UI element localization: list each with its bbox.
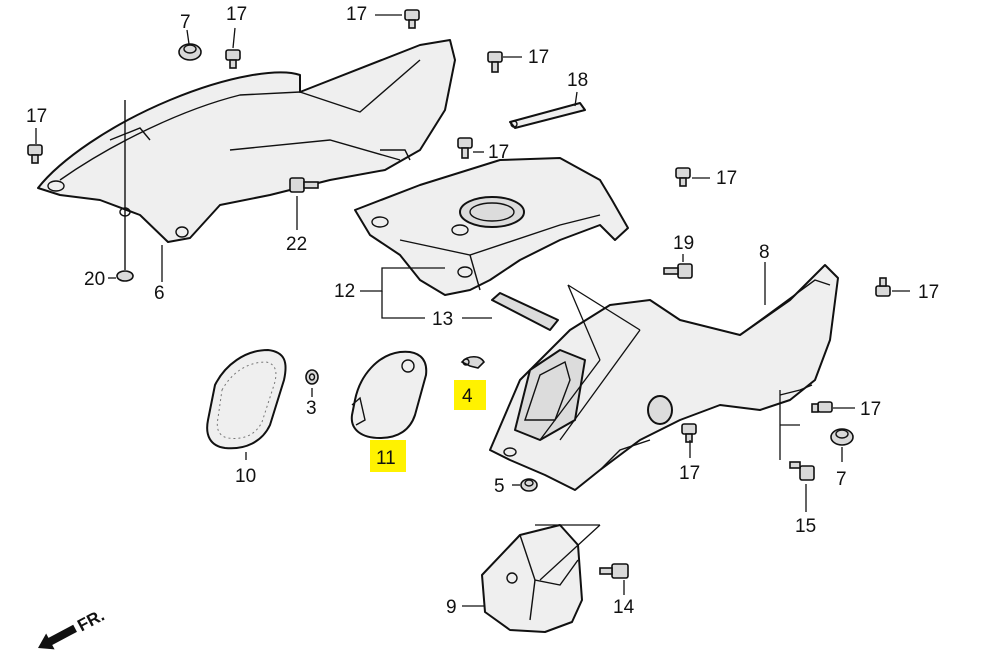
label-3: 3 [306, 398, 317, 419]
part-8-right-side-cover [489, 264, 839, 491]
part-18-strip [509, 102, 586, 129]
label-17-lower-right: 17 [860, 399, 881, 420]
fastener-17-lower-center [681, 423, 697, 443]
highlight-11 [370, 440, 406, 472]
front-direction-arrow: FR. [38, 606, 107, 650]
label-17-top-center: 17 [346, 4, 367, 25]
part-5-grommet [520, 478, 538, 492]
label-14: 14 [613, 597, 635, 618]
leader-lines [35, 14, 910, 607]
label-5: 5 [494, 476, 505, 497]
fastener-17-mid [457, 137, 473, 159]
label-10: 10 [235, 466, 256, 487]
label-4: 4 [462, 386, 473, 407]
part-3-washer [305, 369, 319, 385]
fastener-17-top-left [225, 49, 241, 69]
label-22: 22 [286, 234, 307, 255]
fastener-22 [289, 177, 319, 193]
part-12-center-panel [354, 157, 629, 296]
label-17-mid: 17 [488, 142, 509, 163]
fastener-20 [116, 100, 134, 282]
part-7-grommet-right [830, 428, 854, 446]
part-4-clip [460, 355, 485, 369]
label-17-top-left: 17 [226, 4, 247, 25]
part-7-grommet-top [178, 43, 202, 61]
fastener-15 [789, 461, 815, 481]
label-9: 9 [446, 597, 457, 618]
label-12: 12 [334, 281, 355, 302]
front-direction-label: FR. [74, 606, 107, 636]
fastener-17-right [675, 167, 691, 187]
part-13-strip [491, 292, 559, 331]
label-13: 13 [432, 309, 453, 330]
label-6: 6 [154, 283, 165, 304]
label-17-lower-center: 17 [679, 463, 700, 484]
fastener-19 [663, 263, 693, 279]
label-11: 11 [376, 448, 396, 469]
label-17-right: 17 [716, 168, 737, 189]
label-17-far-right: 17 [918, 282, 939, 303]
fastener-17-far-right [875, 277, 891, 297]
part-11-cover [350, 350, 428, 439]
label-17-far-left: 17 [26, 106, 47, 127]
highlight-4 [454, 380, 486, 410]
label-17-upper-right: 17 [528, 47, 549, 68]
label-15: 15 [795, 516, 816, 537]
fastener-17-top-center [404, 9, 420, 29]
fastener-14 [599, 563, 629, 579]
part-9-lower-cover [481, 524, 583, 633]
label-20: 20 [84, 269, 105, 290]
label-18: 18 [567, 70, 588, 91]
label-7-right: 7 [836, 469, 847, 490]
fastener-17-upper-right [487, 51, 503, 73]
part-10-mesh-pad [206, 349, 287, 450]
fastener-17-far-left [27, 144, 43, 164]
label-19: 19 [673, 233, 694, 254]
label-7-top: 7 [180, 12, 191, 33]
label-8: 8 [759, 242, 770, 263]
fastener-17-lower-right [811, 401, 833, 413]
